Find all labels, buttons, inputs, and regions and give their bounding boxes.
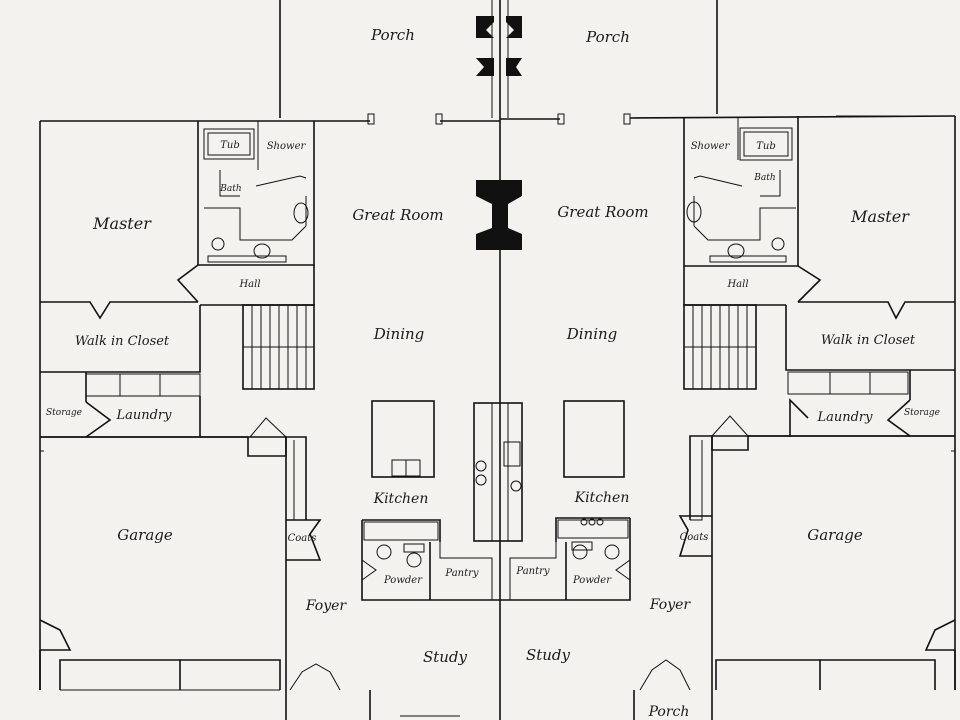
label-study-left: Study [423, 648, 468, 666]
label-porch-top-left: Porch [370, 26, 415, 44]
label-porch-bottom-right: Porch [648, 704, 690, 720]
label-dining-right: Dining [566, 325, 618, 343]
label-shower-right: Shower [691, 141, 731, 152]
label-great-room-right: Great Room [557, 203, 648, 221]
label-walk-in-closet-right: Walk in Closet [821, 333, 916, 348]
label-study-right: Study [526, 646, 571, 664]
label-hall-left: Hall [238, 279, 260, 290]
label-dining-left: Dining [373, 325, 425, 343]
right-unit-walls [500, 113, 956, 720]
label-kitchen-right: Kitchen [574, 490, 630, 506]
label-garage-right: Garage [807, 526, 863, 544]
right-stairs-treads [684, 305, 756, 389]
label-foyer-left: Foyer [305, 598, 348, 614]
label-master-left: Master [92, 214, 152, 233]
label-storage-left: Storage [46, 408, 82, 418]
label-walk-in-closet-left: Walk in Closet [75, 334, 170, 349]
center-kitchen-block [473, 402, 523, 542]
label-powder-left: Powder [383, 575, 423, 586]
label-laundry-right: Laundry [816, 410, 873, 425]
label-foyer-right: Foyer [649, 597, 692, 613]
label-great-room-left: Great Room [352, 206, 443, 224]
label-tub-right: Tub [756, 141, 776, 152]
label-shower-left: Shower [267, 141, 307, 152]
left-stairs-treads [243, 305, 314, 389]
label-hall-right: Hall [726, 279, 748, 290]
label-coats-right: Coats [680, 532, 709, 543]
label-garage-left: Garage [117, 526, 173, 544]
label-coats-left: Coats [288, 533, 317, 544]
label-master-right: Master [850, 207, 910, 226]
label-kitchen-left: Kitchen [373, 491, 429, 507]
center-columns [476, 16, 522, 250]
label-porch-top-right: Porch [585, 28, 630, 46]
room-labels: Porch Porch Great Room Great Room Master… [46, 26, 940, 720]
label-bath-left: Bath [219, 184, 241, 194]
label-pantry-right: Pantry [515, 566, 549, 577]
label-bath-right: Bath [753, 173, 775, 183]
label-laundry-left: Laundry [115, 408, 172, 423]
left-unit-walls [39, 113, 500, 720]
exterior-walls [39, 0, 956, 720]
label-tub-left: Tub [220, 140, 240, 151]
label-pantry-left: Pantry [444, 568, 478, 579]
label-storage-right: Storage [904, 408, 940, 418]
label-powder-right: Powder [572, 575, 612, 586]
